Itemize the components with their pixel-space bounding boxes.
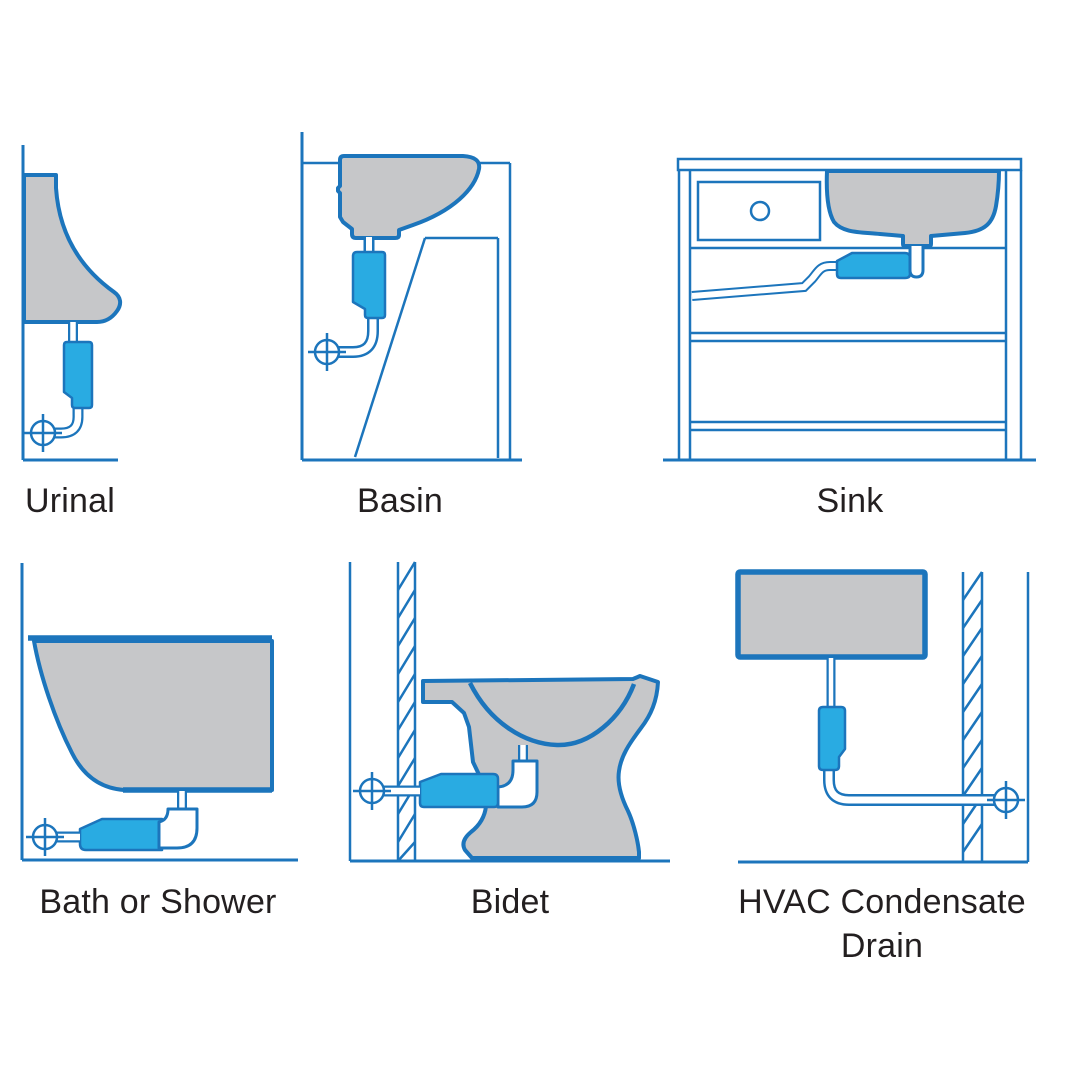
waterless-trap-valve-icon	[817, 705, 847, 772]
waterless-trap-valve-icon	[835, 251, 912, 280]
cabinet-frame	[663, 170, 1036, 462]
pipe-connection-icon	[987, 781, 1025, 819]
waterless-trap-valve-icon	[78, 817, 164, 852]
hvac-condensate-drain-diagram	[735, 569, 1030, 864]
basin-bowl	[336, 154, 482, 240]
drawer-knob-icon	[749, 200, 771, 222]
bath-or-shower-diagram	[20, 563, 298, 862]
wall-line	[20, 563, 298, 862]
urinal-bowl	[22, 173, 123, 324]
waste-pipe	[691, 261, 841, 301]
basin-caption: Basin	[356, 482, 444, 520]
pedestal	[353, 236, 500, 458]
bath-caption: Bath or Shower	[39, 883, 277, 921]
countertop	[676, 157, 1023, 172]
urinal-diagram	[21, 145, 123, 462]
bidet-diagram	[348, 561, 670, 863]
pipe-connection-icon	[26, 818, 64, 856]
elbow-pipe	[496, 759, 539, 809]
sink-caption: Sink	[816, 482, 884, 520]
bidet-body	[421, 674, 660, 860]
pipe-connection-icon	[24, 414, 62, 452]
bathtub	[32, 639, 274, 792]
cabinet-shelves	[690, 246, 1006, 432]
elbow-pipe	[823, 765, 1008, 806]
sink-diagram	[663, 157, 1036, 462]
waterless-trap-valve-icon	[418, 772, 500, 809]
urinal-caption: Urinal	[24, 482, 115, 520]
bowl-rim-line	[467, 681, 637, 748]
waterless-trap-valve-icon	[351, 250, 387, 320]
tailpipe	[908, 246, 925, 279]
hvac-caption: HVAC Condensate Drain	[738, 883, 1026, 965]
bidet-caption: Bidet	[470, 883, 550, 921]
basin-diagram	[300, 132, 522, 462]
pipe-connection-icon	[308, 333, 346, 371]
wall-section	[961, 571, 1030, 862]
pipe-connection-icon	[353, 772, 391, 810]
wall-section	[348, 561, 417, 862]
elbow-pipe	[331, 317, 379, 358]
waterless-trap-valve-icon	[62, 340, 94, 410]
sink-bowl	[824, 169, 1001, 248]
elbow-pipe	[157, 807, 199, 850]
drawer	[696, 180, 822, 242]
hvac-unit	[735, 569, 928, 660]
